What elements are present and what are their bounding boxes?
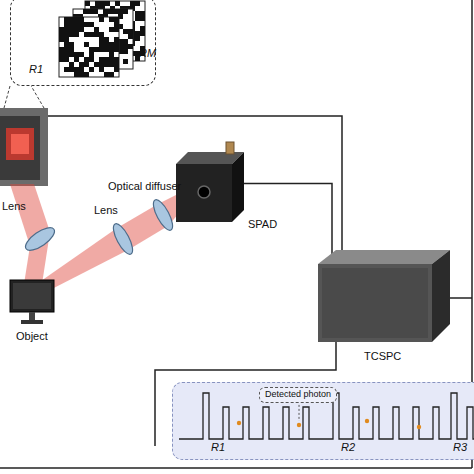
pattern-inset: R1 RM [10,0,156,86]
node-label: SPAD [248,218,277,230]
signal-cable [244,184,332,257]
lens-label: Lens [94,204,118,216]
node-label: R1 [29,63,43,75]
node-label: Detected photon [260,388,336,402]
inset-leader [4,86,10,108]
callout-leader [299,405,300,421]
node-label: R1 [211,441,225,453]
photon-callout: Detected photon [259,387,337,403]
lens [110,221,137,257]
diffuser-label: Optical diffuser [108,180,181,192]
node-drawing [318,250,450,344]
tcspc-module: TCSPC [318,250,450,344]
photon-dot [365,419,369,423]
lens-label: Lens [2,200,26,212]
photon-dot [237,421,241,425]
spad-detector: SPAD [176,152,244,222]
frame-line [0,467,472,469]
control-wire [48,116,342,258]
lens [22,224,58,255]
node-label: R2 [341,441,355,453]
optical-diffuser [150,197,177,233]
node-label: TCSPC [364,350,401,362]
photon-dot [297,423,301,427]
timing-panel: R1 R2 R3 Detected photon [172,382,474,460]
dmd-housing [0,108,48,186]
node-label: R3 [453,441,467,453]
dmd-light [6,128,34,160]
node-label: Object [16,330,48,342]
light-beam [10,184,192,292]
output-wire [450,297,472,299]
speckle-pattern [85,1,145,61]
node-drawing [176,152,244,222]
dmd-light [11,134,29,154]
node-drawing [8,280,58,326]
photon-dot [417,425,421,429]
inset-leader [30,84,44,108]
node-label: RM [139,47,156,59]
speckle-pattern [59,17,119,77]
object-screen: Object [8,280,58,326]
dmd-face [0,116,40,180]
